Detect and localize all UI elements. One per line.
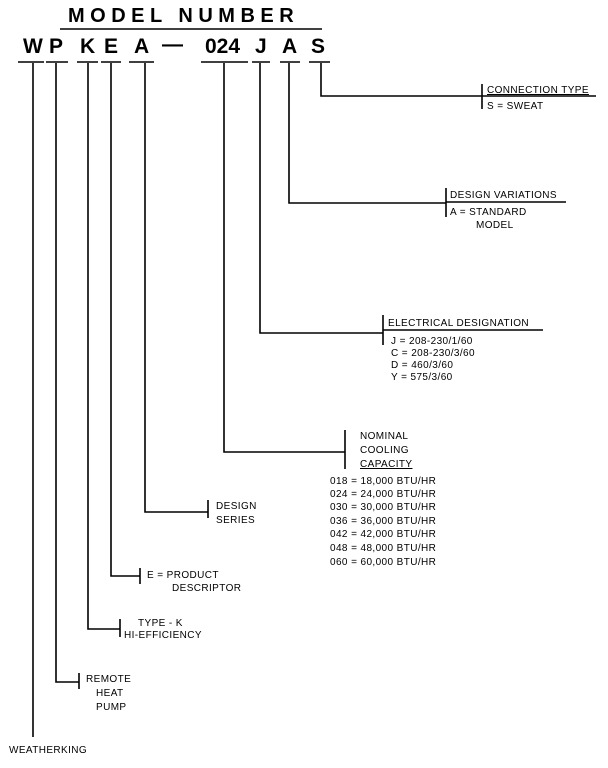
electrical-option: J = 208-230/1/60 [391,336,473,347]
electrical-option: C = 208-230/3/60 [391,348,475,359]
capacity-label: NOMINAL [360,431,409,442]
design-variations-option: MODEL [476,220,514,231]
capacity-option: 030 = 30,000 BTU/HR [330,502,437,513]
design-series-label: SERIES [216,515,256,526]
electrical-option: Y = 575/3/60 [391,372,453,383]
design-variations-heading: DESIGN VARIATIONS [450,190,558,201]
capacity-option: 024 = 24,000 BTU/HR [330,489,437,500]
leader-connection-type [320,63,482,97]
design-variations-option: A = STANDARD [450,207,527,218]
code-capacity: 024 [205,35,241,58]
capacity-label: COOLING [360,445,409,456]
code-char-e: E [104,35,119,58]
remote-heat-pump-label: REMOTE [86,674,132,685]
capacity-option: 018 = 18,000 BTU/HR [330,476,437,487]
capacity-option: 060 = 60,000 BTU/HR [330,557,437,568]
electrical-designation-heading: ELECTRICAL DESIGNATION [388,318,530,329]
leader-electrical-designation [259,63,383,334]
remote-heat-pump-label: PUMP [96,702,127,713]
capacity-option: 048 = 48,000 BTU/HR [330,543,437,554]
weatherking-label: WEATHERKING [9,745,88,756]
leader-type-k [87,63,120,630]
leader-product-descriptor [110,63,140,577]
page-title: MODEL NUMBER [68,5,300,27]
leader-design-series [144,63,208,513]
code-dash: — [162,33,183,56]
capacity-option: 042 = 42,000 BTU/HR [330,529,437,540]
code-char-s: S [311,35,326,58]
type-k-label: TYPE - K [138,618,183,629]
type-k-label: HI-EFFICIENCY [124,630,202,641]
connection-type-heading: CONNECTION TYPE [487,85,589,96]
leader-nominal-cooling-capacity [223,63,345,453]
code-char-a-series: A [134,35,150,58]
leader-design-variations [288,63,446,204]
product-descriptor-label: E = PRODUCT [147,570,219,581]
code-char-a-variation: A [282,35,298,58]
code-char-w: W [23,35,43,58]
leader-remote-heat-pump [55,63,79,683]
capacity-option: 036 = 36,000 BTU/HR [330,516,437,527]
electrical-option: D = 460/3/60 [391,360,454,371]
design-series-label: DESIGN [216,501,257,512]
product-descriptor-label: DESCRIPTOR [172,583,242,594]
capacity-label: CAPACITY [360,459,413,470]
connection-type-option: S = SWEAT [487,101,544,112]
code-char-k: K [80,35,96,58]
code-char-p: P [49,35,64,58]
remote-heat-pump-label: HEAT [96,688,124,699]
code-char-j: J [255,35,267,58]
